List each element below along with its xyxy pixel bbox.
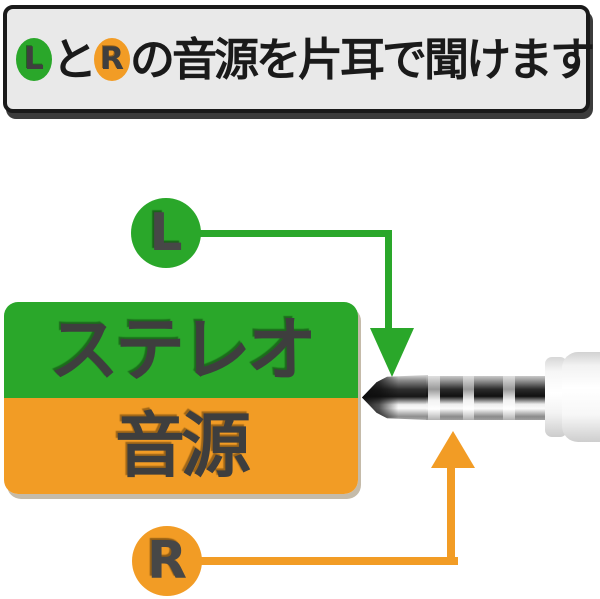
right-channel-line-horizontal — [198, 557, 458, 565]
plug-cable-body — [562, 352, 600, 442]
left-channel-line-vertical — [385, 230, 392, 330]
banner-right-channel-chip: R — [94, 37, 131, 81]
left-channel-badge: L — [131, 198, 201, 268]
banner-left-channel-chip: L — [16, 37, 52, 81]
audio-source-label: 音源 — [4, 398, 358, 494]
banner-headline-text: の音源を片耳で聞けます — [130, 32, 595, 86]
left-channel-down-arrow-icon — [370, 328, 414, 377]
right-channel-badge: R — [132, 526, 202, 596]
plug-collar — [545, 357, 567, 437]
right-channel-line-vertical — [447, 467, 455, 562]
headline-banner: L と R の音源を片耳で聞けます — [3, 5, 595, 113]
plug-barrel — [426, 376, 546, 420]
stereo-source-box: ステレオ 音源 — [4, 302, 358, 494]
banner-connector-text: と — [52, 32, 97, 86]
plug-insulator-ring — [428, 376, 440, 420]
plug-insulator-ring — [503, 376, 515, 420]
left-channel-line-horizontal — [198, 230, 392, 237]
plug-insulator-ring — [463, 376, 474, 420]
right-channel-up-arrow-icon — [431, 431, 475, 468]
stereo-label: ステレオ — [4, 302, 358, 398]
plug-tip — [362, 375, 428, 420]
